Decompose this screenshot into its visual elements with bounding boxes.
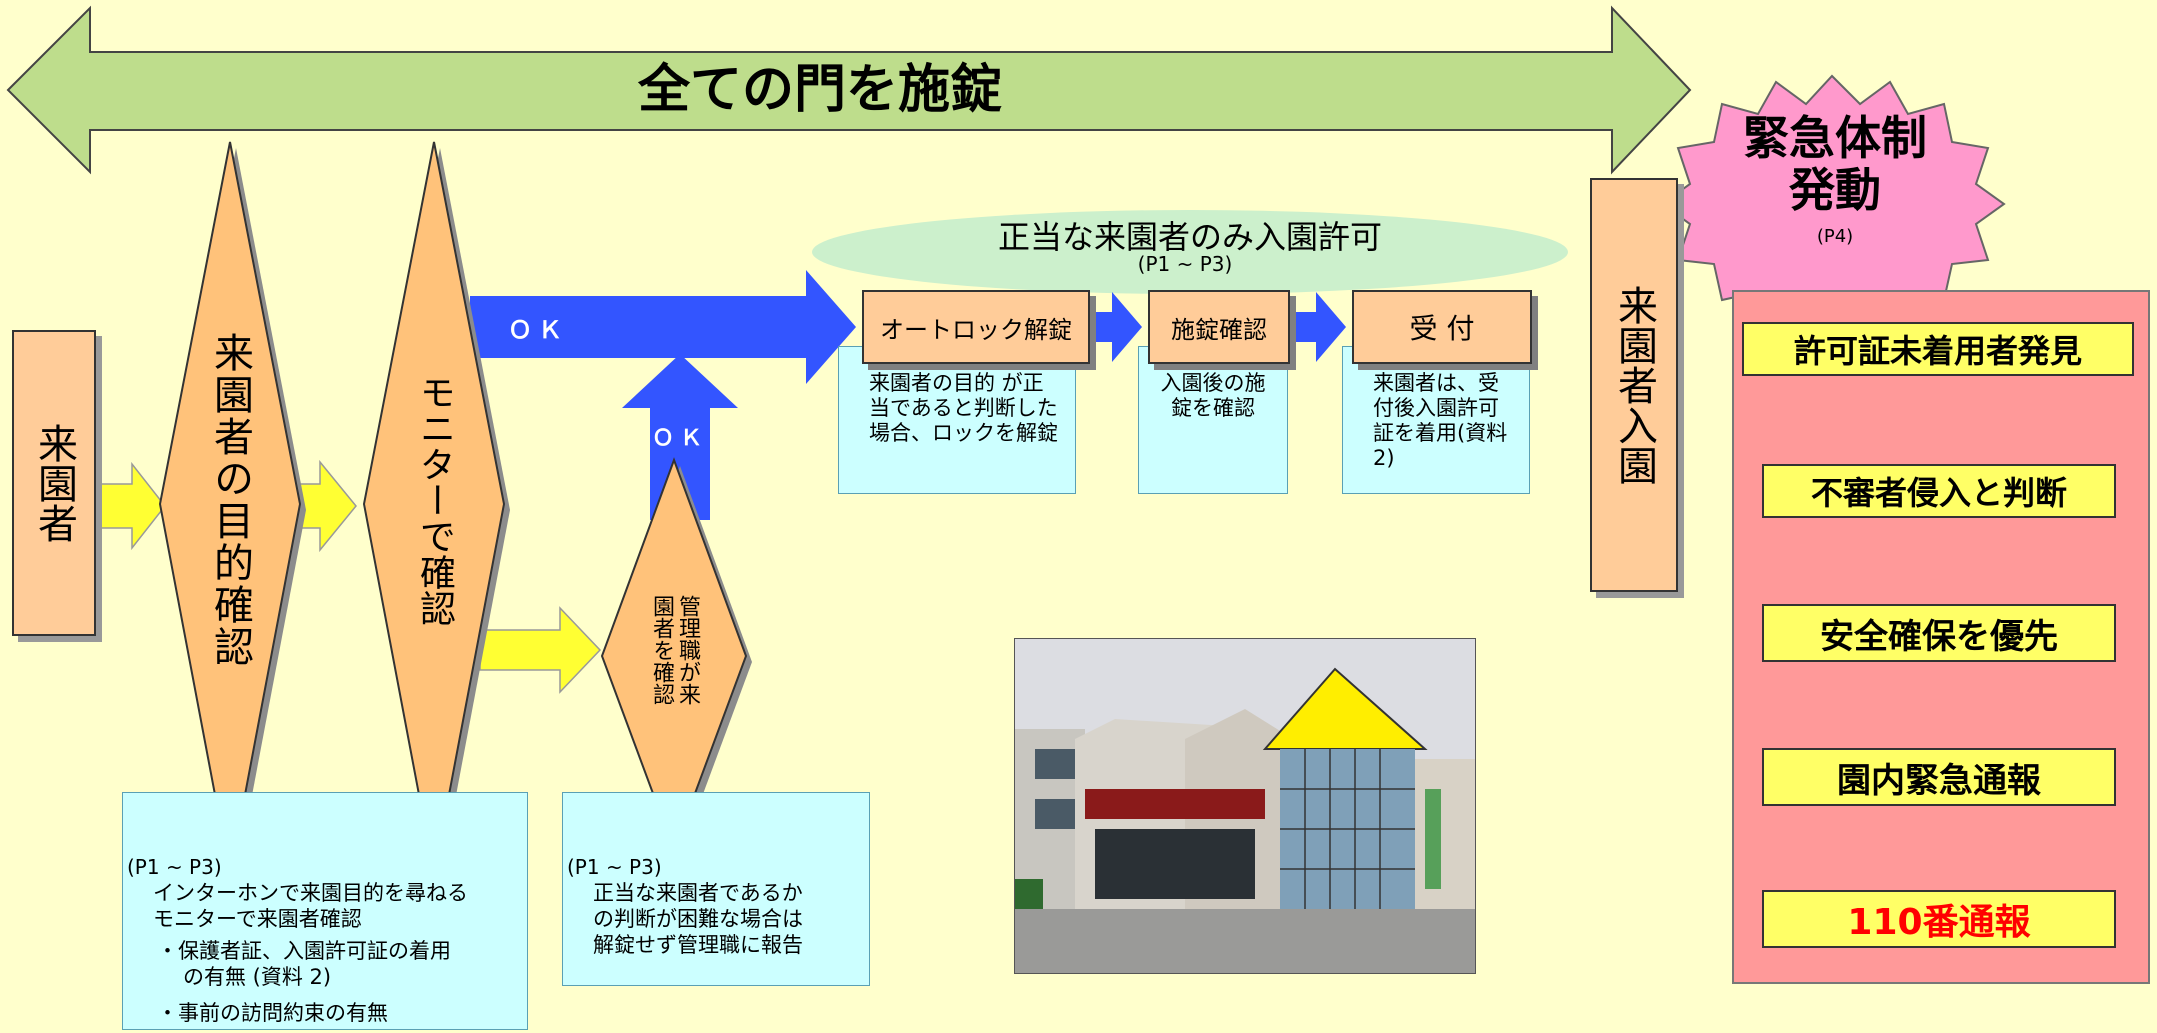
permit-ellipse xyxy=(812,210,1568,294)
monitor-check-label: モニターで確認 xyxy=(414,374,455,626)
entry-box: 来園者入園 xyxy=(1590,178,1678,592)
emergency-step-3: 安全確保を優先 xyxy=(1762,604,2116,662)
emergency-title-2: 発動 xyxy=(1789,163,1881,217)
step-autolock: オートロック解錠 xyxy=(862,290,1090,364)
banner-title: 全ての門を施錠 xyxy=(637,60,1002,120)
manager-check-label: 管理職が来園者を確認 xyxy=(649,595,700,705)
note-visitor-purpose: (P1 ~ P3) インターホンで来園目的を尋ねる モニターで来園者確認 ・保護… xyxy=(122,792,528,1030)
emergency-step-5: 110番通報 xyxy=(1762,890,2116,948)
step-note-reception: 来園者は、受付後入園許可証を着用(資料 2) xyxy=(1342,346,1530,494)
step-note-autolock: 来園者の目的 が正当であると判断した場合、ロックを解錠 xyxy=(838,346,1076,494)
step-reception: 受 付 xyxy=(1352,290,1532,364)
visitor-label: 来園者 xyxy=(31,423,77,543)
blue-arrow-ok-up xyxy=(622,354,738,520)
yellow-arrow-1 xyxy=(89,461,166,551)
blue-arrow-step-2 xyxy=(1292,292,1346,362)
permit-title: 正当な来園者のみ入園許可 xyxy=(997,218,1382,256)
emergency-step-2: 不審者侵入と判断 xyxy=(1762,464,2116,518)
note-manager-report: (P1 ~ P3) 正当な来園者であるか の判断が困難な場合は 解錠せず管理職に… xyxy=(562,792,870,986)
step-lock-check: 施錠確認 xyxy=(1148,290,1290,364)
visitor-box: 来園者 xyxy=(12,330,96,636)
blue-arrow-ok-right xyxy=(470,270,856,384)
kindergarten-building-photo xyxy=(1014,638,1476,974)
banner-double-arrow xyxy=(6,5,1692,175)
emergency-title-1: 緊急体制 xyxy=(1743,111,1927,165)
permit-ref: (P1 ~ P3) xyxy=(1137,252,1233,276)
emergency-ref: (P4) xyxy=(1816,226,1854,247)
entry-label: 来園者入園 xyxy=(1611,285,1657,485)
yellow-arrow-3 xyxy=(479,606,602,694)
blue-arrow-step-1 xyxy=(1088,292,1142,362)
emergency-step-4: 園内緊急通報 xyxy=(1762,748,2116,806)
ok-label-up: ＯＫ xyxy=(651,426,708,451)
emergency-step-1: 許可証未着用者発見 xyxy=(1742,322,2134,376)
ok-label-right: ＯＫ xyxy=(508,316,568,344)
step-note-lock-check: 入園後の施錠を確認 xyxy=(1138,346,1288,494)
purpose-check-label: 来園者の目的確認 xyxy=(207,332,253,668)
